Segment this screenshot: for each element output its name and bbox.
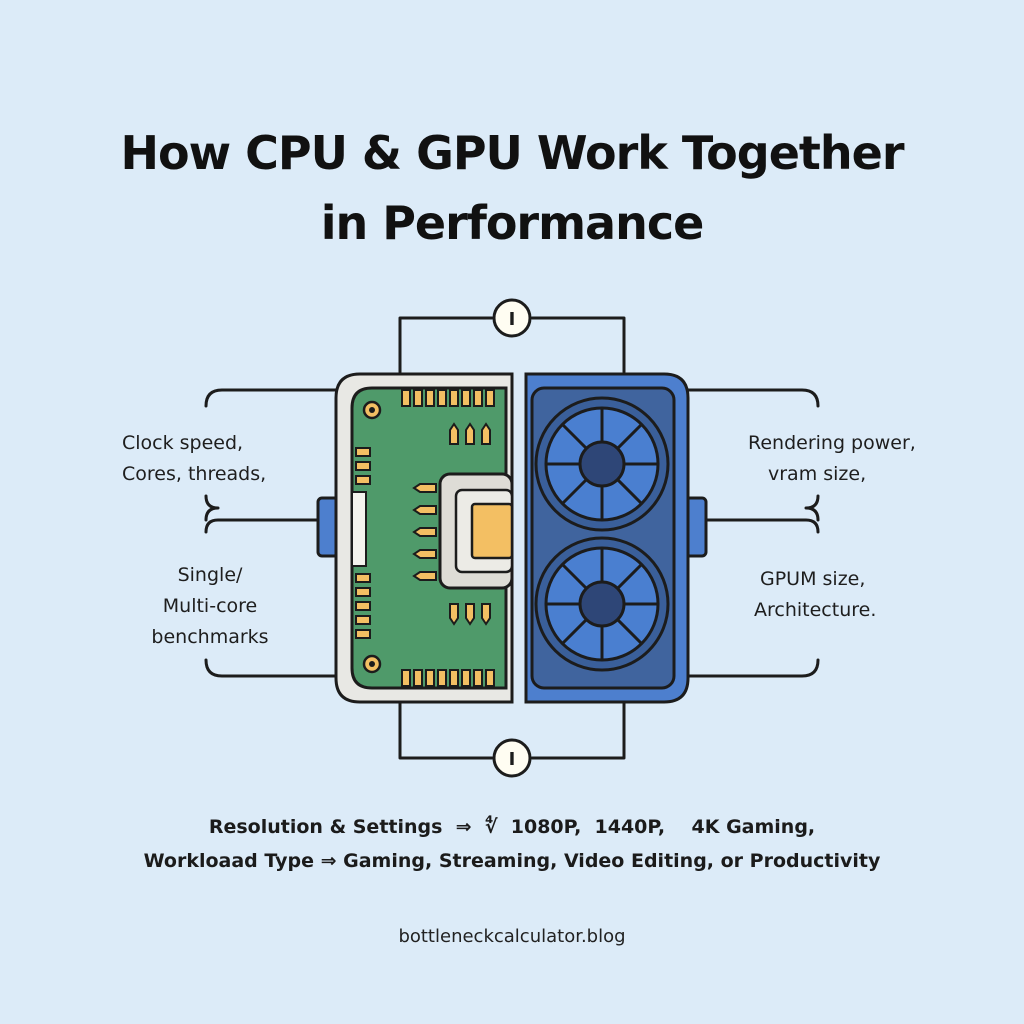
arrow-icon: ⇒ [320, 850, 337, 872]
left-bottom-bracket [204, 658, 338, 678]
right-middle-bracket [686, 518, 820, 534]
bottom-connector-wire [398, 700, 626, 760]
cpu-specs-top: Clock speed, Cores, threads, [122, 428, 302, 490]
symbol-icon: ∜ [484, 816, 498, 838]
gpu-specs-top: Rendering power, vram size, [748, 428, 948, 490]
top-connector-label: I [509, 309, 516, 330]
connector-node-icon [492, 298, 532, 778]
page-title-line-1: How CPU & GPU Work Together [120, 126, 904, 180]
workload-values: Gaming, Streaming, Video Editing, or Pro… [343, 850, 881, 872]
left-top-bracket [204, 388, 338, 408]
gpu-spec-line: Rendering power, [748, 432, 916, 454]
gpu-spec-line: GPUM size, [760, 568, 866, 590]
cpu-spec-line: benchmarks [151, 626, 269, 648]
bottom-connector-label: I [509, 749, 516, 770]
right-top-bracket [686, 388, 820, 408]
cpu-spec-line: Single/ [177, 564, 243, 586]
cpu-spec-line: Clock speed, [122, 432, 244, 454]
left-middle-bracket [204, 518, 338, 534]
page-title-line-2: in Performance [320, 196, 705, 250]
gpu-fan-icon [524, 372, 690, 704]
resolution-values: 1080P, 1440P, 4K Gaming, [510, 816, 816, 838]
top-connector-wire [398, 316, 626, 374]
gpu-spec-line: vram size, [768, 463, 867, 485]
cpu-spec-line: Cores, threads, [122, 463, 267, 485]
gpu-specs-bottom: GPUM size, Architecture. [754, 564, 954, 626]
resolution-settings-row: Resolution & Settings ⇒ ∜ 1080P, 1440P, … [0, 816, 1024, 838]
resolution-label: Resolution & Settings [208, 816, 443, 838]
right-bottom-bracket [686, 658, 820, 678]
workload-label: Workloaad Type [143, 850, 314, 872]
workload-type-row: Workloaad Type ⇒ Gaming, Streaming, Vide… [0, 850, 1024, 872]
site-url: bottleneckcalculator.blog [398, 926, 626, 947]
gpu-spec-line: Architecture. [754, 599, 877, 621]
cpu-spec-line: Multi-core [162, 595, 258, 617]
arrow-icon: ⇒ [455, 816, 472, 838]
cpu-specs-bottom: Single/ Multi-core benchmarks [120, 560, 300, 653]
cpu-chip-icon [334, 372, 514, 704]
